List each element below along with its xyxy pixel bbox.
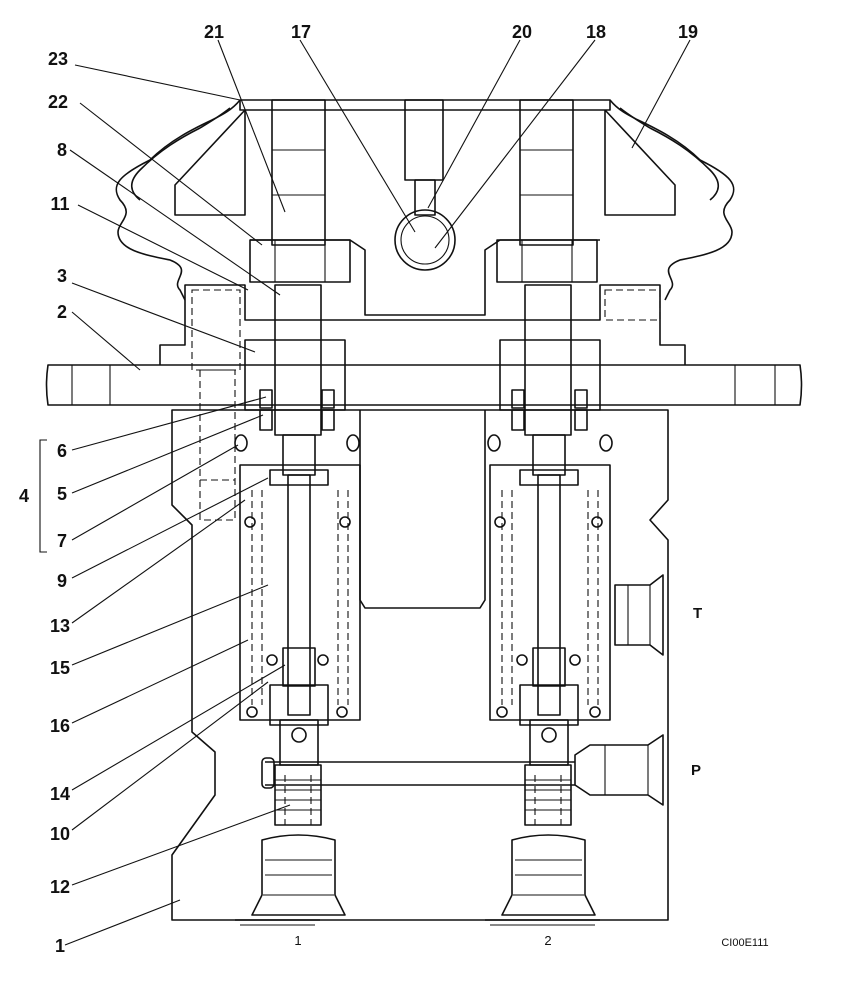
callout-9: 9	[57, 571, 67, 591]
callout-1: 1	[55, 936, 65, 956]
drawing-code: CI00E111	[721, 937, 768, 949]
flange-plate	[45, 284, 803, 406]
callout-18: 18	[586, 22, 606, 42]
callout-7: 7	[57, 531, 67, 551]
boot	[115, 99, 735, 301]
callout-13: 13	[50, 616, 70, 636]
callout-10: 10	[50, 824, 70, 844]
callout-11: 11	[50, 194, 69, 214]
position-label-2: 2	[544, 933, 551, 948]
callout-23: 23	[48, 49, 68, 69]
tank-port-label: T	[693, 605, 702, 622]
callout-14: 14	[50, 784, 70, 804]
callout-8: 8	[57, 140, 67, 160]
leader-lines	[39, 39, 691, 946]
callout-22: 22	[48, 92, 68, 112]
valve-body	[171, 409, 669, 926]
callout-17: 17	[291, 22, 311, 42]
spool-assembly-left	[234, 284, 361, 916]
callout-21: 21	[204, 22, 224, 42]
callout-labels: 21 17 20 18 19 23 22 8 11 3 2 6 4 5 7 9 …	[19, 22, 698, 956]
callout-16: 16	[50, 716, 70, 736]
callout-15: 15	[50, 658, 70, 678]
callout-12: 12	[50, 877, 70, 897]
pressure-port-label: P	[691, 762, 701, 779]
callout-20: 20	[512, 22, 532, 42]
callout-6: 6	[57, 441, 67, 461]
center-pin	[394, 99, 456, 271]
callout-5: 5	[57, 484, 67, 504]
tank-port	[614, 574, 664, 656]
callout-19: 19	[678, 22, 698, 42]
callout-4: 4	[19, 486, 29, 506]
joint-left	[249, 99, 351, 283]
position-label-1: 1	[294, 933, 301, 948]
joint-right	[496, 99, 598, 283]
spool-assembly-right	[487, 284, 613, 916]
callout-3: 3	[57, 266, 67, 286]
callout-2: 2	[57, 302, 67, 322]
pressure-port	[574, 734, 664, 806]
